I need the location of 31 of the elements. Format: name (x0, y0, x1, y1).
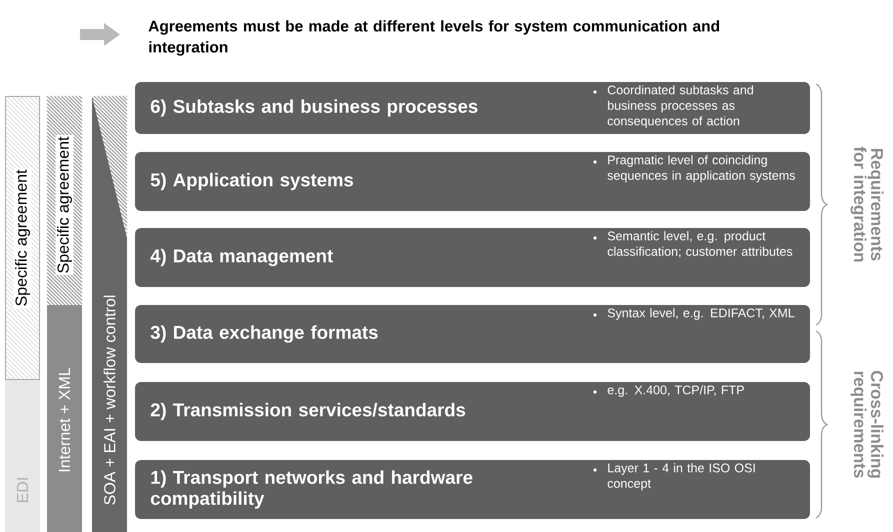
hatched-band (5, 96, 40, 380)
layer-title: 1) Transport networks and hardware compatibility (150, 470, 472, 509)
layer-box (135, 82, 810, 134)
layer-title: 5) Application systems (150, 172, 353, 190)
band-label: EDI (17, 478, 28, 502)
band-label: SOA + EAI + workflow control (104, 296, 116, 505)
bracket-label: Cross-linking requirements (850, 370, 884, 478)
layer-box (135, 460, 810, 519)
vertical-band (5, 96, 40, 532)
hatched-band (46, 95, 83, 306)
layer-title: 4) Data management (150, 248, 333, 266)
vertical-band (92, 95, 128, 532)
band-label: Internet + XML (58, 368, 70, 472)
layer-description: Pragmatic level of coinciding sequences in application systems (608, 155, 795, 182)
layer-box (135, 152, 810, 211)
layer-description: e.g. X.400, TCP/IP, FTP (608, 385, 744, 397)
layer-title: 3) Data exchange formats (150, 325, 378, 343)
bracket-label: Requirements for integration (850, 146, 884, 262)
layer-description: Coordinated subtasks and business processes as consequences of action (608, 85, 753, 128)
band-label: Specific agreement (56, 135, 74, 275)
layer-description: Syntax level, e.g. EDIFACT, XML (608, 308, 794, 320)
layer-box (135, 305, 810, 363)
title: Agreements must be made at different levels for system communication and integration (148, 20, 720, 56)
band-label: Specific agreement (14, 168, 32, 308)
layer-box (135, 228, 810, 287)
layer-title: 2) Transmission services/standards (150, 402, 466, 420)
layer-title: 6) Subtasks and business processes (150, 99, 478, 117)
layer-box (135, 382, 810, 441)
layer-description: Layer 1 - 4 in the ISO OSI concept (608, 463, 755, 490)
layer-description: Semantic level, e.g. product classification; customer attributes (608, 231, 792, 258)
vertical-band (47, 305, 82, 532)
